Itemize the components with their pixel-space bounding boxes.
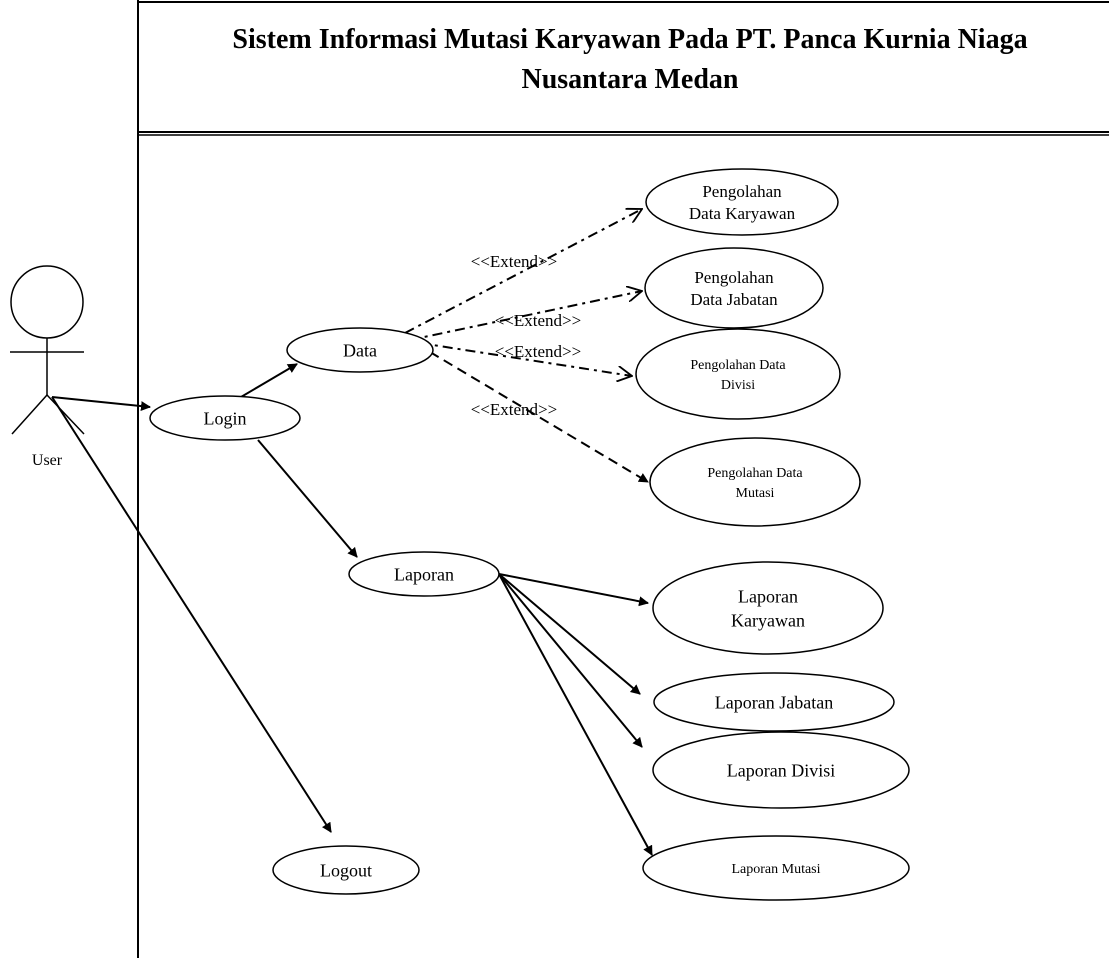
usecase-laporan-label: Laporan: [394, 564, 454, 584]
actor-user: User: [10, 265, 85, 469]
usecase-label-line: Laporan: [394, 564, 454, 584]
associations: [51, 363, 653, 856]
extend-relations: [404, 209, 649, 483]
usecase-data[interactable]: Data: [286, 327, 434, 373]
assoc-laporan-karyawan: [498, 573, 649, 607]
title-line-1: Sistem Informasi Mutasi Karyawan Pada PT…: [232, 24, 1028, 55]
usecase-laporan-jabatan-label: Laporan Jabatan: [715, 692, 833, 712]
assoc-login-data: [240, 363, 298, 398]
usecase-label-line: Karyawan: [731, 610, 805, 630]
usecase-laporan-mutasi[interactable]: Laporan Mutasi: [642, 835, 910, 901]
usecase-logout-label: Logout: [320, 860, 372, 880]
assoc-laporan-mutasi: [498, 573, 653, 856]
extend-data-karyawan: [404, 209, 642, 334]
usecase-laporan-mutasi-label: Laporan Mutasi: [731, 862, 820, 877]
usecase-laporan[interactable]: Laporan: [348, 551, 500, 597]
usecase-label-line: Divisi: [721, 378, 755, 393]
title-line-2: Nusantara Medan: [521, 64, 739, 95]
extend-data-jabatan: [409, 291, 642, 341]
usecase-laporan-divisi-label: Laporan Divisi: [727, 760, 835, 780]
extend-labels: <<Extend>> <<Extend>> <<Extend>> <<Exten…: [471, 252, 582, 419]
system-boundary: [137, 0, 1109, 958]
actor-right-leg: [46, 394, 85, 435]
usecase-label-line: Laporan Jabatan: [715, 692, 833, 712]
usecase-label-line: Data Karyawan: [689, 204, 796, 223]
extend-label-karyawan: <<Extend>>: [471, 252, 558, 271]
actor-left-leg: [11, 394, 48, 435]
usecase-logout[interactable]: Logout: [272, 845, 420, 895]
usecase-label-line: Logout: [320, 860, 372, 880]
usecase-login-label: Login: [204, 408, 247, 428]
usecase-data-label: Data: [343, 340, 377, 360]
extend-label-divisi: <<Extend>>: [495, 342, 582, 361]
extend-label-jabatan: <<Extend>>: [495, 311, 582, 330]
extend-data-mutasi: [429, 351, 649, 483]
assoc-laporan-jabatan: [498, 573, 641, 695]
diagram-title: Sistem Informasi Mutasi Karyawan Pada PT…: [160, 20, 1100, 100]
usecase-login[interactable]: Login: [149, 395, 301, 441]
assoc-laporan-divisi: [498, 573, 643, 748]
assoc-user-login: [51, 396, 151, 412]
usecase-laporan-jabatan[interactable]: Laporan Jabatan: [653, 672, 895, 732]
usecase-label-line: Mutasi: [736, 486, 775, 501]
usecase-label-line: Laporan: [738, 586, 798, 606]
usecase-label-line: Pengolahan Data: [707, 466, 803, 481]
extend-label-mutasi: <<Extend>>: [471, 400, 558, 419]
usecase-label-line: Pengolahan: [702, 182, 782, 201]
extend-data-divisi: [419, 342, 632, 376]
usecase-label-line: Pengolahan Data: [690, 358, 786, 373]
usecase-label-line: Laporan Mutasi: [731, 862, 820, 877]
usecase-laporan-divisi[interactable]: Laporan Divisi: [652, 731, 910, 809]
usecase-label-line: Data: [343, 340, 377, 360]
usecase-label-line: Data Jabatan: [690, 290, 778, 309]
assoc-user-logout: [51, 396, 332, 833]
usecase-label-line: Login: [204, 408, 247, 428]
assoc-login-laporan: [257, 439, 358, 558]
usecase-label-line: Pengolahan: [694, 268, 774, 287]
usecase-label-line: Laporan Divisi: [727, 760, 835, 780]
actor-head: [10, 265, 84, 339]
actor-label: User: [32, 452, 63, 469]
